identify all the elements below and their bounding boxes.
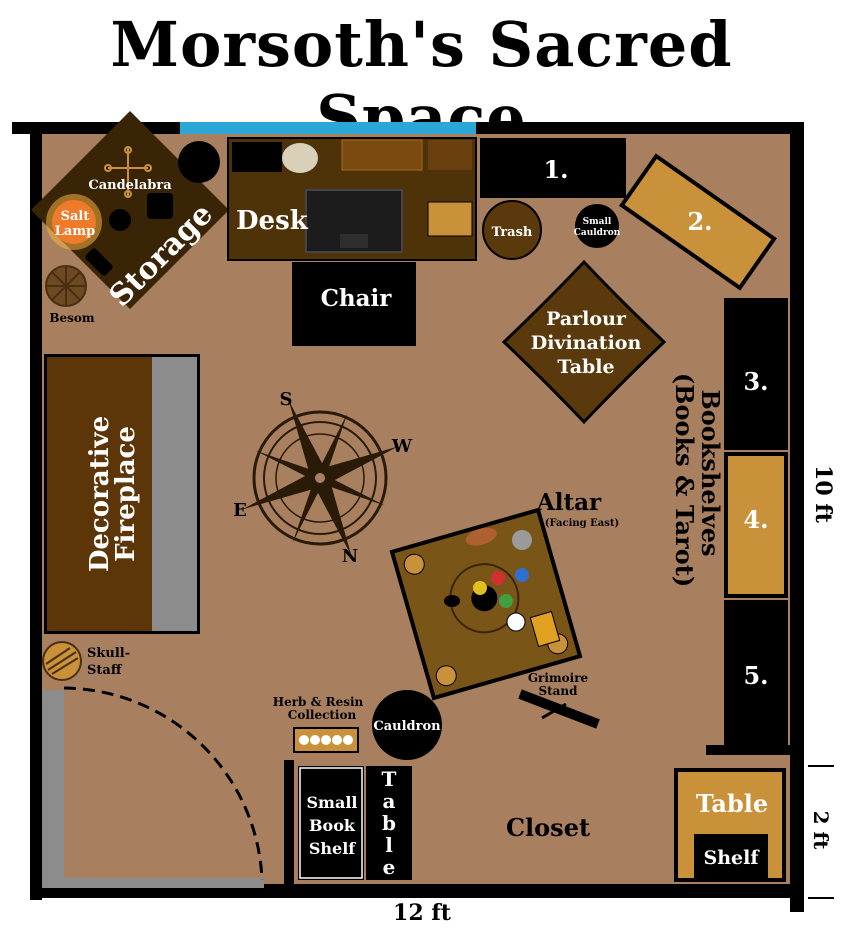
- laptop-trackpad: [340, 234, 368, 248]
- dimension-closet: 2 ft: [809, 811, 833, 850]
- parlour-label-3: Table: [557, 356, 614, 378]
- bookshelves-label-2: (Books & Tarot): [670, 373, 699, 587]
- closet-shelf: [694, 834, 768, 878]
- bookshelf-4-inner: [728, 456, 784, 594]
- altar: [389, 507, 583, 701]
- small-book-shelf-inner: [299, 767, 363, 879]
- window: [180, 122, 476, 134]
- compass-w: W: [391, 436, 413, 457]
- grimoire-label-2: Stand: [538, 684, 578, 698]
- bookshelves-label-1: Bookshelves: [696, 389, 725, 556]
- salt-lamp: [52, 200, 96, 244]
- besom-icon: [45, 265, 87, 307]
- tarot-card: [529, 610, 561, 648]
- herb-jars: [299, 735, 353, 745]
- cauldron-label: Cauldron: [373, 719, 441, 734]
- altar-black-stone: [444, 595, 460, 607]
- parlour-label-1: Parlour: [546, 308, 627, 330]
- table-letter-1: T: [382, 767, 397, 791]
- altar-offering-yellow: [473, 581, 487, 595]
- fireplace-label-2: Fireplace: [111, 426, 141, 562]
- small-book-label-3: Shelf: [309, 839, 356, 858]
- skull-ornament: [282, 143, 318, 173]
- altar-sub-label: (Facing East): [545, 518, 619, 529]
- small-cauldron-label-1: Small: [583, 217, 612, 227]
- closet-label: Closet: [506, 813, 590, 842]
- herb-label-2: Collection: [288, 708, 357, 722]
- bookshelf-3-label: 3.: [743, 367, 768, 396]
- chair: [292, 262, 416, 346]
- candelabra-label: Candelabra: [88, 178, 172, 193]
- small-book-label-2: Book: [309, 816, 356, 835]
- desk-box: [428, 140, 472, 170]
- table-vertical-label: T a b l e: [382, 767, 397, 879]
- grimoire-label-1: Grimoire: [528, 671, 589, 685]
- table-letter-2: a: [383, 789, 396, 813]
- salt-lamp-label-1: Salt: [61, 209, 90, 224]
- parlour-divination-table: [501, 259, 667, 425]
- altar-offering-red: [491, 571, 505, 585]
- altar-offering-green: [499, 594, 513, 608]
- fireplace-label-1: Decorative: [85, 416, 115, 572]
- storage-box: [147, 193, 173, 219]
- skull-staff-label-2: Staff: [87, 663, 123, 678]
- bookshelf-3: [724, 298, 788, 450]
- bookshelf-2: [619, 153, 777, 291]
- skull-staff-icon: [42, 641, 82, 681]
- chair-label: Chair: [321, 285, 393, 312]
- compass-s: S: [280, 389, 293, 410]
- bookshelf-4-label: 4.: [743, 505, 768, 534]
- besom-label: Besom: [49, 311, 95, 325]
- table-letter-3: b: [382, 811, 396, 835]
- page-title: Morsoth's Sacred Space: [110, 8, 733, 154]
- small-cauldron-label-2: Cauldron: [574, 228, 621, 238]
- closet-dimension-ticks: [808, 765, 834, 899]
- altar-pentacle: [506, 612, 526, 632]
- altar-offering-blue: [515, 568, 529, 582]
- bookshelf-1: [480, 138, 626, 198]
- dimension-width: 12 ft: [393, 900, 452, 926]
- small-book-shelf: [298, 766, 364, 880]
- altar-label: Altar: [536, 489, 602, 516]
- fireplace-wood: [47, 357, 152, 631]
- desk-shelf: [341, 139, 423, 171]
- compass-e: E: [233, 500, 247, 521]
- table-letter-4: l: [385, 833, 393, 857]
- ouija-board: [427, 201, 473, 237]
- altar-bowl-grey: [512, 530, 532, 550]
- fireplace-hearth: [152, 357, 197, 631]
- candelabra: [104, 146, 152, 198]
- door: [42, 686, 264, 888]
- desk-monitor-stand: [232, 142, 282, 172]
- skull-staff-label-1: Skull-: [87, 646, 130, 661]
- closet-table-label: Table: [696, 789, 768, 818]
- grimoire-stand: [518, 689, 600, 729]
- closet-side-table: [366, 766, 412, 880]
- bookshelf-5: [724, 600, 788, 745]
- dimension-height: 10 ft: [810, 465, 836, 524]
- compass-n: N: [342, 546, 358, 567]
- desk-label: Desk: [236, 206, 309, 236]
- bookshelf-2-label: 2.: [687, 207, 712, 236]
- walls: [12, 122, 804, 912]
- bookshelf-5-label: 5.: [743, 661, 768, 690]
- small-cauldron: [575, 204, 619, 248]
- storage-black-circle: [178, 141, 220, 183]
- closet-shelf-label: Shelf: [703, 847, 760, 869]
- herb-label-1: Herb & Resin: [273, 695, 364, 709]
- cauldron: [372, 690, 442, 760]
- salt-lamp-label-2: Lamp: [55, 224, 95, 239]
- trash: [482, 200, 542, 260]
- trash-label: Trash: [492, 225, 533, 240]
- small-book-label-1: Small: [306, 793, 357, 812]
- bookshelf-1-label: 1.: [543, 155, 568, 184]
- table-letter-5: e: [383, 855, 396, 879]
- parlour-label-2: Divination: [531, 332, 642, 354]
- storage-stick: [85, 248, 113, 276]
- storage-round-item: [109, 209, 131, 231]
- compass-rose-icon: [242, 400, 398, 556]
